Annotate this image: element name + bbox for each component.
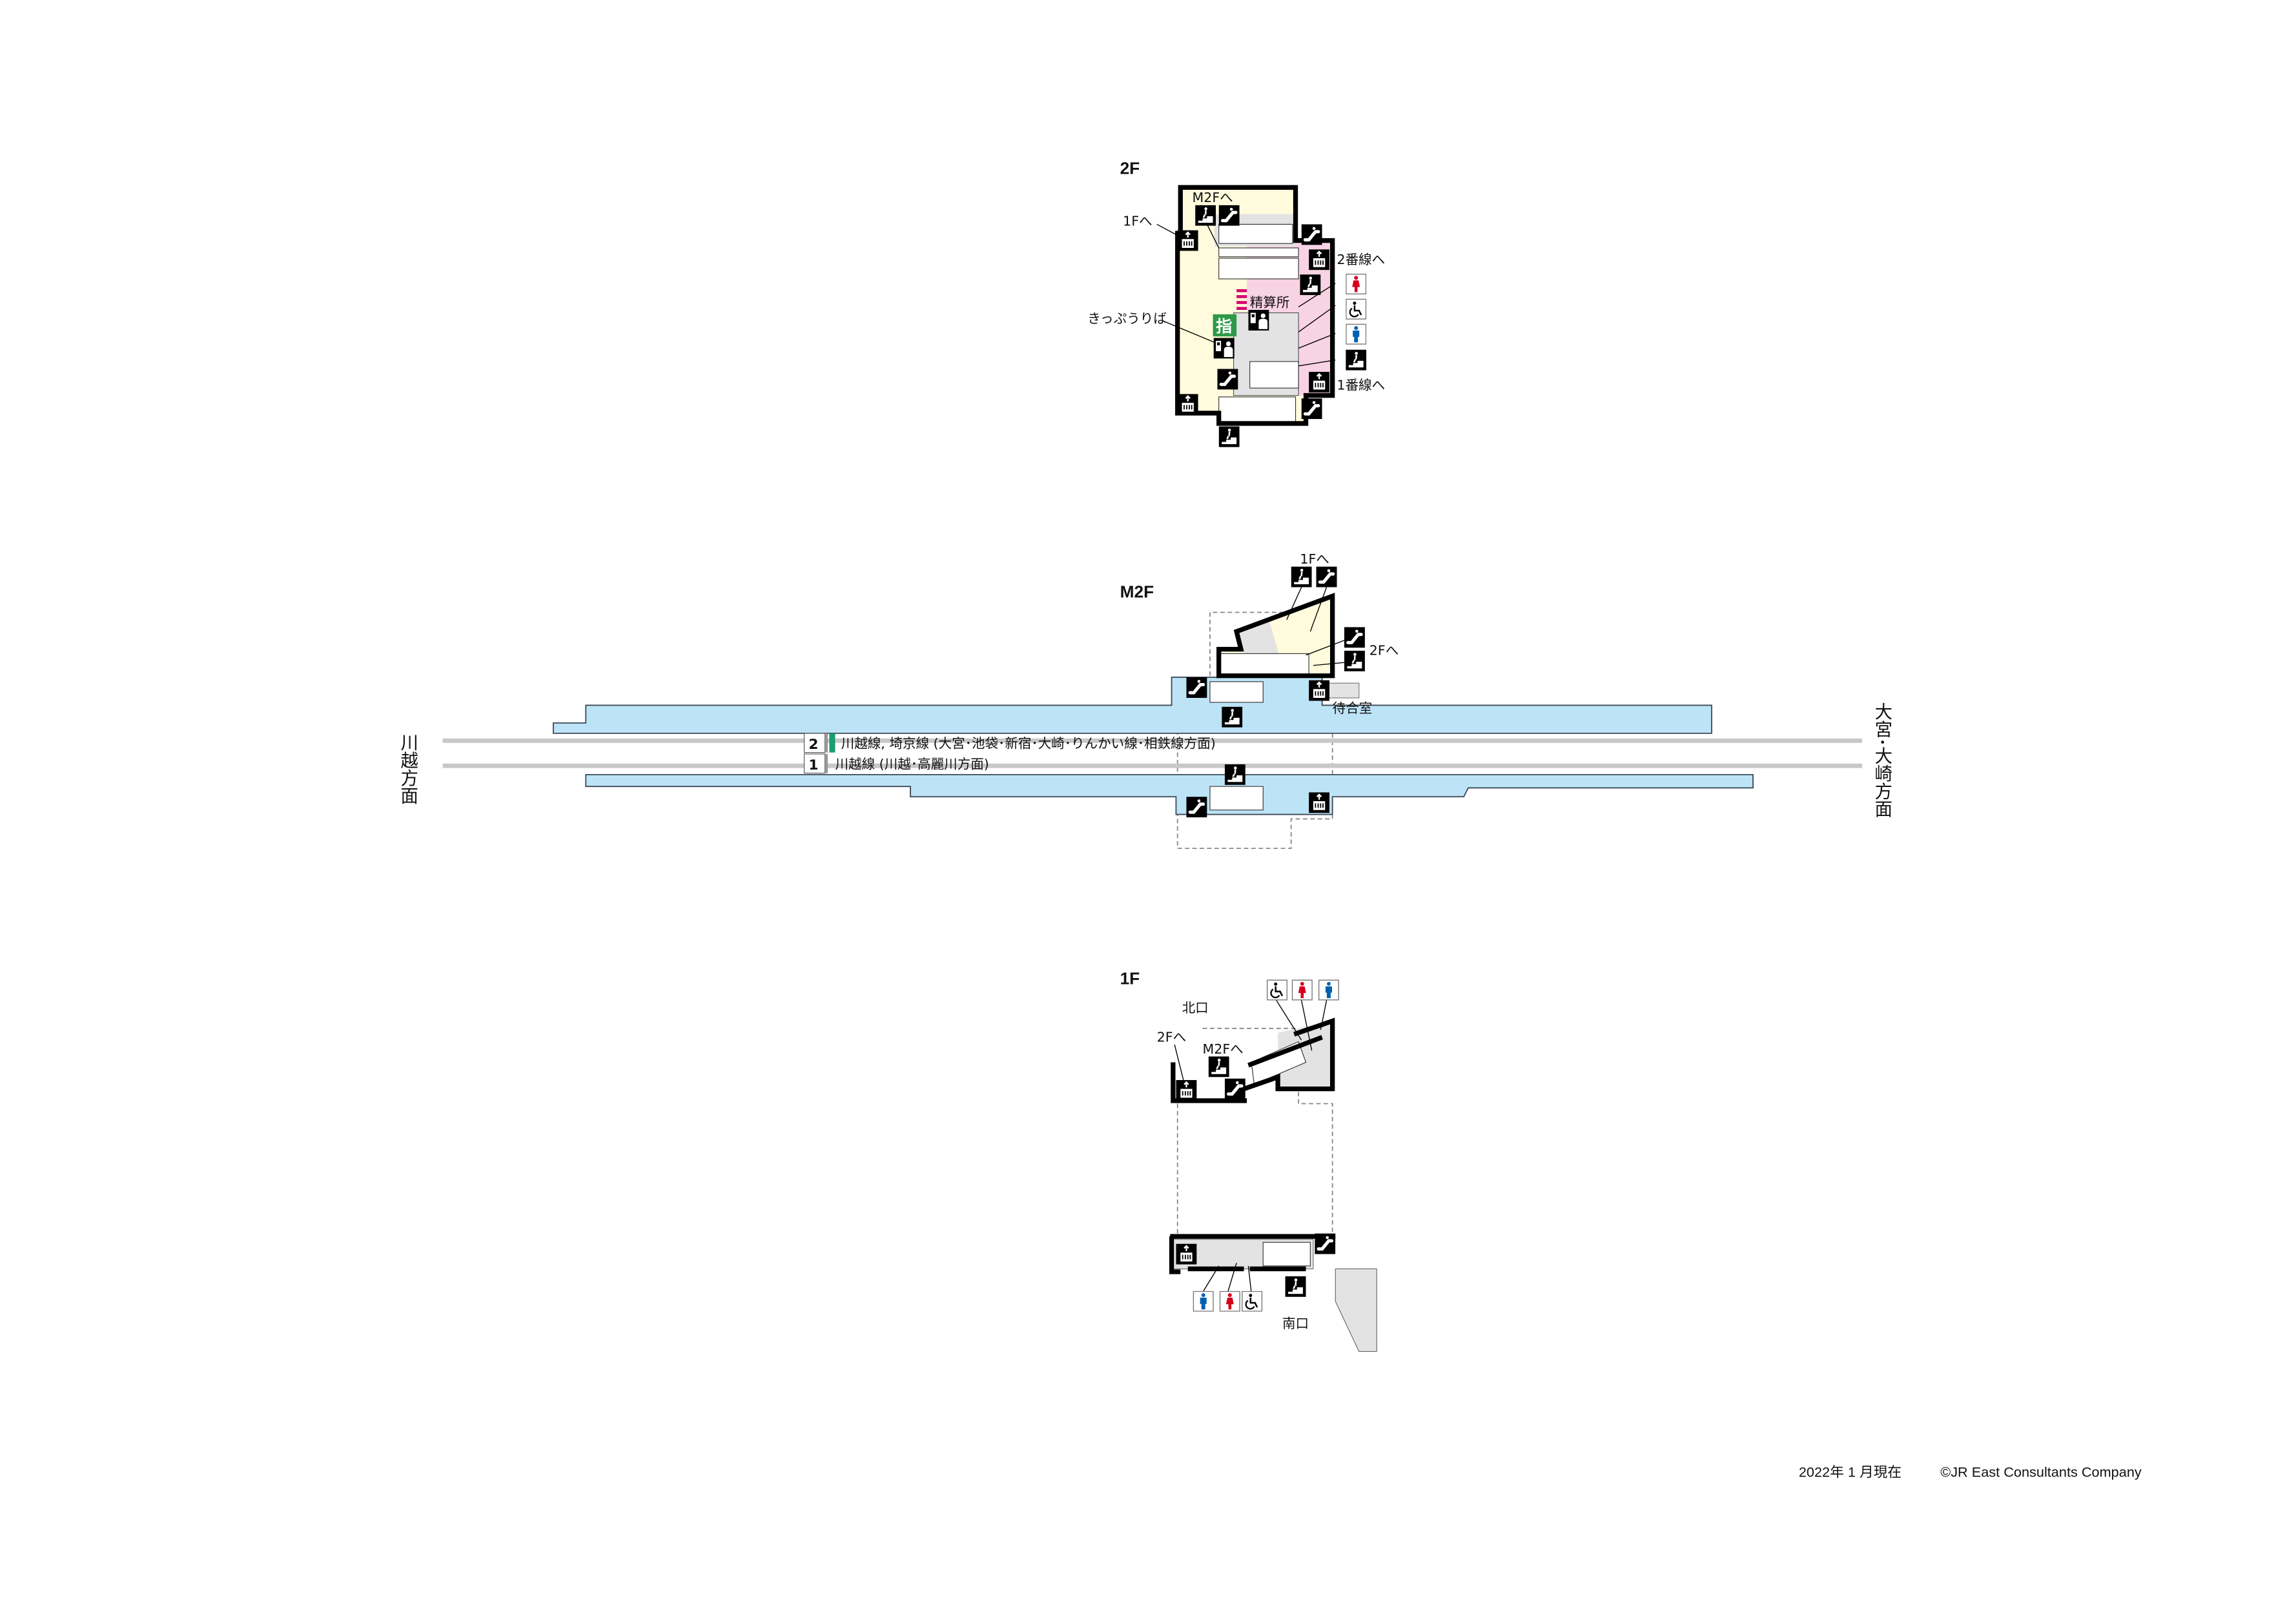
- female-restroom-icon: [1291, 979, 1313, 1001]
- stairs-icon: [1285, 1276, 1306, 1297]
- label-to-1f: 1Fへ: [1300, 551, 1329, 567]
- track-2-color-bar: [829, 733, 835, 753]
- floor-m2f: M2F 1Fへ 2Fへ 待合室: [397, 551, 1892, 850]
- male-restroom-icon: [1318, 979, 1340, 1001]
- escalator-icon: [1302, 224, 1322, 245]
- label-to-2f: 2Fへ: [1369, 643, 1399, 658]
- elevator-icon: [1176, 1079, 1197, 1101]
- label-ticket-counter: きっぷうりば: [1087, 311, 1166, 327]
- elevator-icon: [1309, 371, 1330, 393]
- elevator-icon: [1309, 680, 1330, 701]
- label-to-1f: 1Fへ: [1123, 214, 1152, 229]
- stairs: [1209, 786, 1264, 811]
- label-fare-adjustment: 精算所: [1250, 294, 1290, 310]
- stairs: [1220, 653, 1309, 675]
- platform-track-2: [553, 677, 1712, 734]
- label-south-exit: 南口: [1282, 1316, 1309, 1331]
- male-restroom-icon: [1193, 1291, 1215, 1312]
- elevator-icon: [1176, 1243, 1197, 1265]
- stairs: [1218, 396, 1297, 423]
- escalator-icon: [1302, 398, 1322, 419]
- reserved-seat-badge-label: 指: [1216, 317, 1232, 336]
- stairs-icon: [1291, 566, 1312, 587]
- floor-2f: 2F M2Fへ 1Fへ 2番線へ 精算所 きっぷうりば 1番線へ: [1087, 159, 1385, 447]
- stairs: [1209, 681, 1264, 703]
- elevator-icon: [1309, 792, 1330, 813]
- female-restroom-icon: [1219, 1291, 1241, 1312]
- track-2-description: 川越線, 埼京線 (大宮･池袋･新宿･大崎･りんかい線･相鉄線方面): [841, 736, 1216, 751]
- male-restroom-icon: [1346, 323, 1367, 345]
- escalator-icon: [1217, 369, 1238, 389]
- floor-title-1f: 1F: [1120, 968, 1140, 988]
- track-1-number: 1: [808, 757, 818, 773]
- elevator-icon: [1177, 394, 1198, 415]
- stairs: [1218, 258, 1299, 280]
- elevator-icon: [1309, 249, 1330, 270]
- escalator-icon: [1315, 1234, 1335, 1254]
- direction-west-label: 川越方面: [397, 733, 418, 804]
- accessible-restroom-icon: [1346, 298, 1367, 320]
- floor-1f: 1F 北口 2Fへ M2Fへ: [1120, 968, 1377, 1352]
- label-waiting-room: 待合室: [1333, 700, 1373, 716]
- stairs: [1218, 223, 1293, 244]
- footer-date: 2022年 1 月現在: [1799, 1464, 1901, 1480]
- stairs-icon: [1346, 349, 1367, 371]
- elevator-icon: [1177, 230, 1198, 251]
- stairs-icon: [1195, 205, 1216, 226]
- label-to-2f: 2Fへ: [1157, 1030, 1186, 1045]
- stairs: [1262, 1241, 1311, 1267]
- track-2-number: 2: [808, 737, 818, 753]
- stairs: [1249, 361, 1299, 389]
- floor-title-2f: 2F: [1120, 159, 1140, 178]
- escalator-icon: [1219, 205, 1240, 226]
- label-north-exit: 北口: [1182, 1000, 1209, 1016]
- stairs-icon: [1222, 706, 1243, 728]
- stairs-icon: [1208, 1056, 1229, 1077]
- ticket-machine-icon: [1248, 309, 1269, 331]
- floor-title-m2f: M2F: [1120, 582, 1154, 602]
- building-outline-m2f: [1216, 593, 1335, 679]
- stairs-icon: [1344, 650, 1365, 671]
- escalator-icon: [1317, 567, 1337, 587]
- label-to-track-1: 1番線へ: [1337, 377, 1386, 393]
- platform-track-1: [585, 773, 1754, 815]
- escalator-icon: [1344, 627, 1365, 648]
- footer-copyright: ©JR East Consultants Company: [1940, 1464, 2142, 1480]
- reserved-seat-badge: [1213, 314, 1237, 337]
- label-to-m2f: M2Fへ: [1203, 1041, 1244, 1057]
- track-number-box: [803, 753, 826, 774]
- adjacent-building: [1335, 1268, 1377, 1352]
- ticket-gate-stripes: [1236, 289, 1247, 310]
- track-1-description: 川越線 (川越･高麗川方面): [835, 757, 989, 772]
- label-to-track-2: 2番線へ: [1337, 252, 1386, 267]
- accessible-restroom-icon: [1266, 979, 1288, 1001]
- escalator-icon: [1225, 1079, 1245, 1099]
- stairs-icon: [1218, 426, 1240, 447]
- escalator-icon: [1186, 797, 1207, 817]
- stairs-icon: [1300, 274, 1321, 296]
- ticket-machine-icon: [1213, 338, 1235, 359]
- accessible-restroom-icon: [1241, 1291, 1263, 1312]
- direction-east-label: 大宮･大崎方面: [1871, 702, 1892, 817]
- escalator-icon: [1186, 677, 1207, 698]
- stairs: [1251, 1041, 1307, 1085]
- label-to-m2f: M2Fへ: [1193, 190, 1233, 205]
- female-restroom-icon: [1346, 273, 1367, 295]
- stairs-icon: [1224, 764, 1245, 785]
